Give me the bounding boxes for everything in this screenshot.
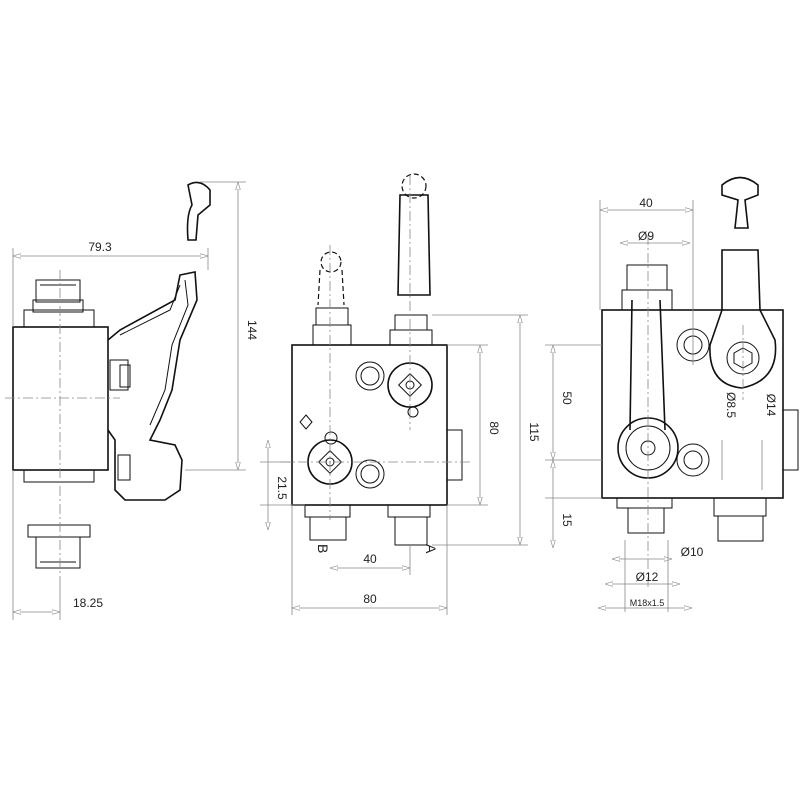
port-label-a: A (423, 544, 439, 554)
dim-label-bore: Ø9 (638, 229, 654, 243)
bottom-port-a (387, 504, 431, 546)
lever-knob-rear (721, 176, 759, 229)
dim-label-port-spacing: 40 (363, 552, 377, 566)
dim-label-port-d2: Ø12 (636, 570, 659, 584)
dim-label-body-width: 80 (363, 592, 377, 606)
dim-label-body-height: 80 (487, 421, 501, 435)
side-plug (446, 429, 463, 481)
lever-side (107, 271, 198, 501)
dim-label-height: 144 (245, 320, 259, 340)
lever-front (397, 173, 431, 296)
lever-knob-side (186, 181, 211, 241)
port-label-b: B (315, 544, 331, 553)
dim-label-height-rear: 50 (560, 391, 574, 405)
dim-label-thread: M18x1.5 (630, 598, 665, 608)
top-fitting-side (23, 279, 95, 328)
dim-label-offset-front: 21.5 (275, 476, 289, 500)
dim-label-bottom: 15 (560, 513, 574, 527)
dim-label-counterbore: Ø14 (764, 394, 778, 417)
top-port-left (312, 307, 352, 346)
front-view: 80 115 21.5 40 80 B A (260, 173, 541, 615)
dim-label-total-height: 115 (527, 422, 541, 441)
dim-label-port-d1: Ø10 (681, 545, 704, 559)
dim-label-spacing: 40 (639, 196, 653, 210)
valve-body-front (291, 344, 448, 506)
bottom-plug-rear (713, 497, 767, 542)
lever-ghost-front (317, 251, 345, 306)
top-fitting-rear (621, 264, 673, 311)
bottom-port-b (304, 504, 351, 541)
dim-label-width: 79.3 (88, 240, 112, 254)
side-view: 79.3 144 18.25 (5, 181, 259, 620)
rear-view: 40 Ø9 50 15 Ø8.5 Ø14 Ø10 Ø12 M18x1.5 (545, 176, 799, 612)
valve-body-rear (601, 309, 784, 499)
top-port-right (389, 314, 433, 346)
bottom-fitting-rear (616, 497, 673, 534)
valve-body-side (12, 326, 109, 471)
dim-label-hole: Ø8.5 (724, 392, 738, 418)
bottom-fitting-side (23, 469, 95, 569)
dim-label-offset: 18.25 (73, 596, 103, 610)
